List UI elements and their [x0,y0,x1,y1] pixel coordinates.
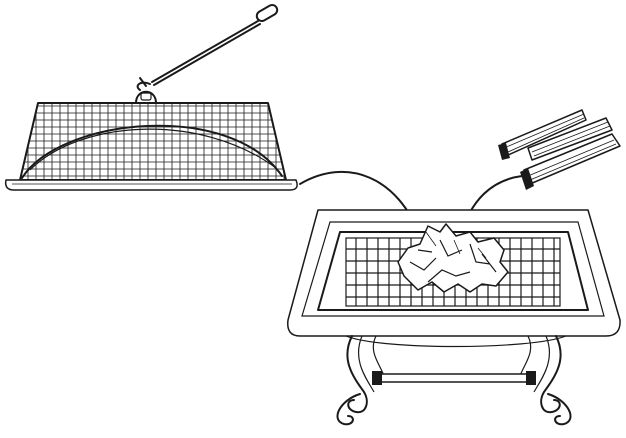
spark-screen-icon [6,92,297,190]
poker-tool-icon [138,3,279,90]
firewood-icon [498,110,620,190]
